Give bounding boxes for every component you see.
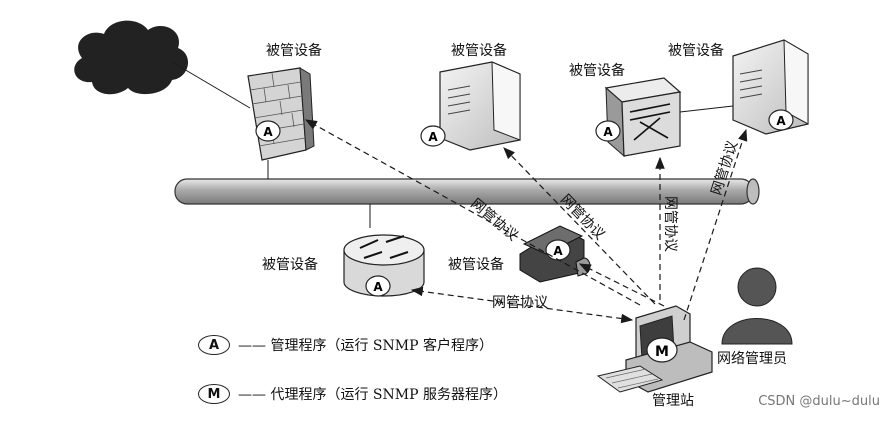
protocol-arrow-firewall — [304, 119, 641, 306]
device-label-device: 被管设备 — [448, 257, 504, 273]
admin-person-icon — [721, 267, 793, 345]
legend-manager-text: —— 代理程序（运行 SNMP 服务器程序） — [238, 387, 507, 403]
station-label: 管理站 — [652, 393, 694, 409]
protocol-arrow-server2 — [683, 128, 748, 321]
server-icon: A — [420, 61, 521, 151]
device-drops — [267, 105, 734, 228]
managed-device-icon: A — [519, 225, 591, 283]
manager-badge-icon: M — [198, 384, 230, 404]
watermark: CSDN @dulu~dulu — [758, 394, 880, 409]
device-label-firewall: 被管设备 — [266, 43, 322, 59]
legend-manager: M —— 代理程序（运行 SNMP 服务器程序） — [198, 384, 507, 404]
svg-text:A: A — [263, 125, 273, 139]
device-label-server: 被管设备 — [451, 43, 507, 59]
router-icon: A — [343, 234, 425, 297]
management-station-icon: M — [596, 305, 713, 393]
agent-badge-icon: A — [198, 335, 230, 355]
protocol-arrow-device — [578, 263, 665, 307]
cloud-icon — [74, 20, 189, 95]
protocol-label: 网管协议 — [662, 196, 678, 252]
svg-text:A: A — [373, 280, 383, 294]
device-label-switch: 被管设备 — [569, 63, 625, 79]
protocol-arrows — [304, 119, 748, 324]
network-backbone — [174, 178, 760, 205]
legend-agent: A —— 管理程序（运行 SNMP 客户程序） — [198, 335, 493, 355]
svg-text:A: A — [603, 125, 613, 139]
svg-text:A: A — [776, 114, 786, 128]
firewall-icon: A — [247, 67, 315, 161]
protocol-label-router: 网管协议 — [492, 295, 548, 311]
admin-label: 网络管理员 — [717, 351, 787, 367]
protocol-arrow-router — [410, 286, 634, 324]
legend-agent-text: —— 管理程序（运行 SNMP 客户程序） — [238, 338, 493, 354]
device-label-router: 被管设备 — [262, 257, 318, 273]
server-icon: A — [732, 39, 809, 135]
svg-text:A: A — [428, 130, 438, 144]
switch-icon: A — [595, 77, 682, 158]
cloud-link — [171, 61, 251, 109]
svg-text:M: M — [655, 344, 669, 360]
device-label-server2: 被管设备 — [668, 43, 724, 59]
svg-text:A: A — [553, 244, 563, 258]
protocol-arrow-server — [503, 147, 656, 305]
